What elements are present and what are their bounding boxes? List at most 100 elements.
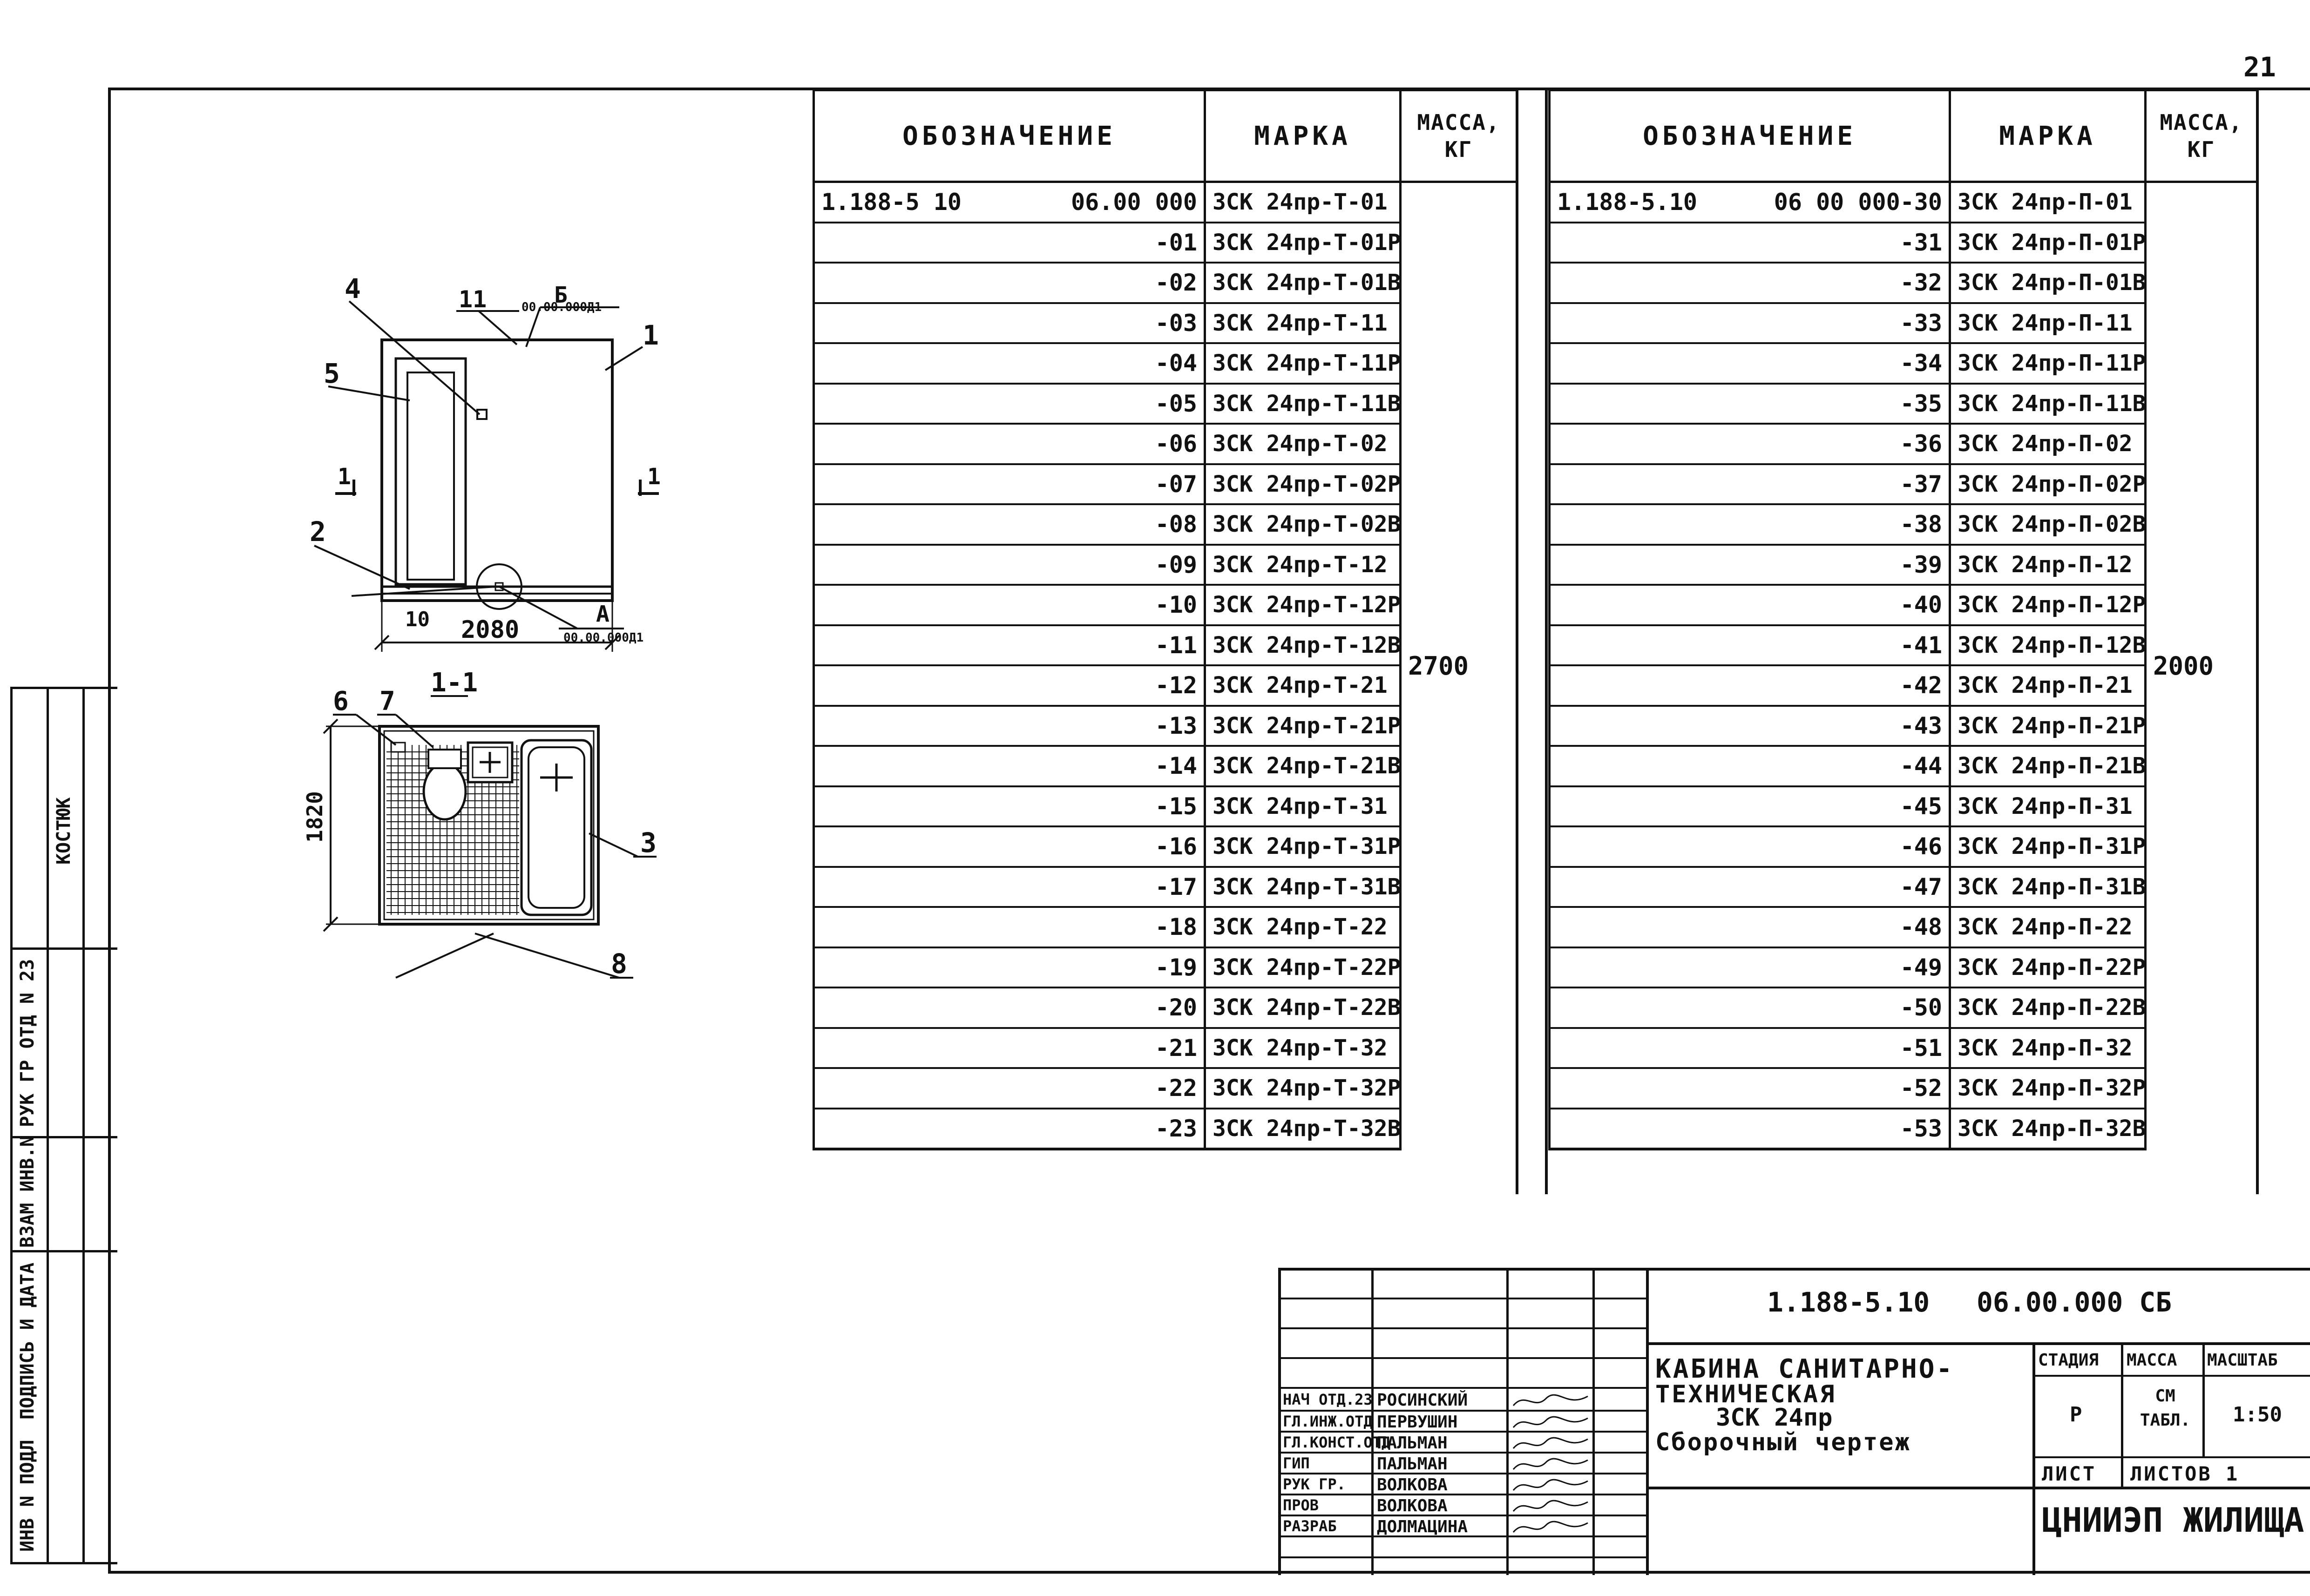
person-name: ДОЛМАЦИНА [1377,1517,1468,1536]
marka-cell: 3СК 24пр-П-32Р [1949,1068,2147,1109]
marka-cell: 3СК 24пр-Т-01Р [1204,222,1402,264]
strip-label-kostyuk: КОСТЮК [53,797,75,865]
callout-8: 8 [611,948,627,980]
oboznachenie-cell: -07 [813,464,1206,505]
marka-cell: 3СК 24пр-П-21Р [1949,705,2147,747]
strip-label-group: РУК ГР ОТД N 23 [17,959,38,1127]
marka-cell: 3СК 24пр-П-12 [1949,544,2147,586]
marka-cell: 3СК 24пр-П-21В [1949,746,2147,787]
oboznachenie-cell: -14 [813,746,1206,787]
oboznachenie-number: 06 00 000-30 [1774,189,1942,216]
oboznachenie-cell: -32 [1548,263,1951,304]
depth-dimension: 1820 [302,791,327,843]
marka-cell: 3СК 24пр-Т-32 [1204,1028,1402,1069]
doc-number: 06.00.000 СБ [1977,1286,2172,1318]
oboznachenie-cell: -04 [813,343,1206,385]
oboznachenie-cell: -41 [1548,625,1951,666]
marka-cell: 3СК 24пр-П-32 [1949,1028,2147,1069]
marka-cell: 3СК 24пр-П-31В [1949,866,2147,908]
role-label: РУК ГР. [1283,1475,1346,1493]
person-name: ПАЛЬМАН [1377,1434,1448,1453]
scale-header: Масштаб [2207,1351,2278,1370]
header-massa: Масса, кг [2144,88,2258,183]
callout-1: 1 [643,319,659,351]
oboznachenie-cell: -49 [1548,947,1951,988]
marka-cell: 3СК 24пр-П-02Р [1949,464,2147,505]
marka-cell: 3СК 24пр-Т-11В [1204,383,1402,425]
callout-10: 10 [405,608,430,631]
stage-header: Стадия [2038,1351,2099,1370]
marka-cell: 3СК 24пр-П-01 [1949,182,2147,223]
mass-value: см табл. [2140,1386,2191,1430]
marka-cell: 3СК 24пр-Т-02В [1204,504,1402,546]
callout-6: 6 [333,686,349,717]
marka-cell: 3СК 24пр-П-12В [1949,625,2147,666]
header-marka: Марка [1204,88,1402,183]
marka-cell: 3СК 24пр-П-21 [1949,665,2147,707]
oboznachenie-cell: -46 [1548,826,1951,868]
marka-cell: 3СК 24пр-Т-32Р [1204,1068,1402,1109]
marka-cell: 3СК 24пр-П-31Р [1949,826,2147,868]
massa-cell: 2700 [1399,182,1518,1149]
role-label: ПРОВ [1283,1496,1319,1514]
signature-mark [1511,1434,1590,1457]
oboznachenie-cell: -15 [813,786,1206,827]
person-name: ПЕРВУШИН [1377,1413,1458,1432]
marka-cell: 3СК 24пр-П-32В [1949,1108,2147,1150]
oboznachenie-cell: -12 [813,665,1206,707]
role-label: ГЛ.ИНЖ.ОТД [1283,1413,1373,1430]
signature-mark [1511,1455,1590,1478]
organization: ЦНИИЭП жилища [2042,1501,2304,1540]
oboznachenie-cell: -35 [1548,383,1951,425]
table-divider [1545,88,1548,1194]
title-name-1: Кабина санитарно- [1655,1354,1954,1384]
oboznachenie-cell: -20 [813,987,1206,1029]
oboznachenie-cell: -01 [813,222,1206,264]
marka-cell: 3СК 24пр-П-01В [1949,263,2147,304]
header-oboznachenie: Обозначение [1548,88,1951,183]
callout-3: 3 [640,827,657,859]
header-marka: Марка [1949,88,2147,183]
role-label: НАЧ ОТД.23 [1283,1391,1373,1408]
role-label: РАЗРАБ [1283,1517,1337,1535]
oboznachenie-cell: -43 [1548,705,1951,747]
oboznachenie-cell: -40 [1548,585,1951,626]
oboznachenie-cell: -22 [813,1068,1206,1109]
person-name: ВОЛКОВА [1377,1496,1448,1515]
title-block: 1.188-5.10 06.00.000 СБ Кабина санитарно… [1278,1268,2310,1575]
oboznachenie-cell: -09 [813,544,1206,586]
signature-mark [1511,1392,1590,1414]
section-mark-left: 1 [338,464,351,490]
marka-cell: 3СК 24пр-Т-02Р [1204,464,1402,505]
strip-label-inv: ИНВ N ПОДЛ [17,1440,38,1552]
marka-cell: 3СК 24пр-Т-31 [1204,786,1402,827]
oboznachenie-cell: -51 [1548,1028,1951,1069]
marka-cell: 3СК 24пр-Т-32В [1204,1108,1402,1150]
massa-cell: 2000 [2144,182,2258,1149]
oboznachenie-cell: -52 [1548,1068,1951,1109]
title-name-2: техническая [1655,1380,1836,1408]
callout-5: 5 [324,358,340,389]
cabin-drawing: 4 5 2 1 11 Б 00.00.000Д1 10 А 00.00.000Д… [302,273,661,980]
title-name-4: Сборочный чертеж [1655,1428,1911,1456]
width-dimension: 2080 [461,616,519,644]
oboznachenie-cell: -13 [813,705,1206,747]
marka-cell: 3СК 24пр-П-22В [1949,987,2147,1029]
oboznachenie-cell: -34 [1548,343,1951,385]
